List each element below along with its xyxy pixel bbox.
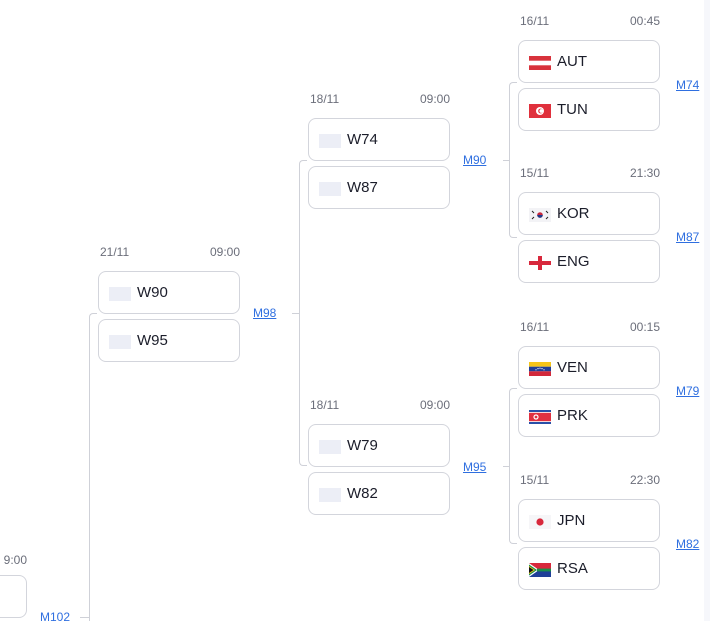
match-date: 21/11 — [100, 245, 130, 259]
match-link-m90[interactable]: M90 — [463, 153, 487, 167]
team-slot-eng[interactable]: ENG — [518, 240, 660, 283]
team-code: JPN — [557, 512, 586, 529]
scroll-edge — [704, 0, 710, 621]
connector-m102 — [89, 313, 97, 621]
connector-m95 — [509, 388, 517, 544]
match-meta: 18/11 09:00 — [308, 92, 450, 108]
team-code: TUN — [557, 101, 588, 118]
team-code: AUT — [557, 53, 587, 70]
team-code: KOR — [557, 205, 590, 222]
team-slot-w79[interactable]: W79 — [308, 424, 450, 467]
north-korea-flag-icon — [529, 410, 551, 424]
team-slot-ven[interactable]: VEN — [518, 346, 660, 389]
team-slot-partial[interactable] — [0, 575, 27, 618]
team-slot-rsa[interactable]: RSA — [518, 547, 660, 590]
match-time: 21:30 — [629, 166, 660, 180]
team-slot-tun[interactable]: TUN — [518, 88, 660, 131]
match-date: 15/11 — [520, 166, 550, 180]
match-link-m82[interactable]: M82 — [676, 537, 700, 551]
placeholder-flag-icon — [109, 335, 131, 349]
match-link-m102[interactable]: M102 — [40, 610, 71, 621]
match-meta: 16/11 00:45 — [518, 14, 660, 30]
match-time: 09:00 — [419, 398, 450, 412]
team-slot-jpn[interactable]: JPN — [518, 499, 660, 542]
connector-stub — [80, 617, 89, 618]
south-korea-flag-icon — [529, 208, 551, 222]
team-slot-w90[interactable]: W90 — [98, 271, 240, 314]
placeholder-flag-icon — [319, 440, 341, 454]
match-link-m79[interactable]: M79 — [676, 384, 700, 398]
match-time: 22:30 — [629, 473, 660, 487]
connector-m98 — [299, 160, 307, 466]
match-date: 18/11 — [310, 92, 340, 106]
team-code: RSA — [557, 560, 588, 577]
match-link-m87[interactable]: M87 — [676, 230, 700, 244]
match-link-m98[interactable]: M98 — [253, 306, 277, 320]
team-slot-prk[interactable]: PRK — [518, 394, 660, 437]
match-time: 00:15 — [629, 320, 660, 334]
match-meta: 16/11 00:15 — [518, 320, 660, 336]
tunisia-flag-icon — [529, 104, 551, 118]
match-meta: 15/11 22:30 — [518, 473, 660, 489]
connector-stub — [292, 313, 299, 314]
connector-m90 — [509, 82, 517, 238]
team-slot-w74[interactable]: W74 — [308, 118, 450, 161]
team-slot-w95[interactable]: W95 — [98, 319, 240, 362]
england-flag-icon — [529, 256, 551, 270]
match-date: 15/11 — [520, 473, 550, 487]
japan-flag-icon — [529, 515, 551, 529]
placeholder-flag-icon — [319, 134, 341, 148]
team-code: ENG — [557, 253, 590, 270]
south-africa-flag-icon — [529, 563, 551, 577]
team-slot-w82[interactable]: W82 — [308, 472, 450, 515]
match-meta: 15/11 21:30 — [518, 166, 660, 182]
team-code: VEN — [557, 359, 588, 376]
team-code: W79 — [347, 437, 378, 454]
team-slot-w87[interactable]: W87 — [308, 166, 450, 209]
match-date: 16/11 — [520, 320, 550, 334]
match-meta: 18/11 09:00 — [308, 398, 450, 414]
match-time: 09:00 — [419, 92, 450, 106]
match-link-m74[interactable]: M74 — [676, 78, 700, 92]
match-time: 09:00 — [209, 245, 240, 259]
match-time: 9:00 — [3, 553, 27, 567]
team-code: W95 — [137, 332, 168, 349]
match-date: 18/11 — [310, 398, 340, 412]
match-meta: 21/11 09:00 — [98, 245, 240, 261]
team-code: PRK — [557, 407, 588, 424]
placeholder-flag-icon — [109, 287, 131, 301]
team-code: W90 — [137, 284, 168, 301]
venezuela-flag-icon — [529, 362, 551, 376]
team-code: W74 — [347, 131, 378, 148]
connector-stub — [503, 160, 509, 161]
match-time: 00:45 — [629, 14, 660, 28]
austria-flag-icon — [529, 56, 551, 70]
team-code: W82 — [347, 485, 378, 502]
team-slot-aut[interactable]: AUT — [518, 40, 660, 83]
team-slot-kor[interactable]: KOR — [518, 192, 660, 235]
connector-stub — [503, 466, 509, 467]
match-date: 16/11 — [520, 14, 550, 28]
match-meta-partial: 9:00 — [0, 553, 27, 569]
placeholder-flag-icon — [319, 182, 341, 196]
placeholder-flag-icon — [319, 488, 341, 502]
team-code: W87 — [347, 179, 378, 196]
match-link-m95[interactable]: M95 — [463, 460, 487, 474]
